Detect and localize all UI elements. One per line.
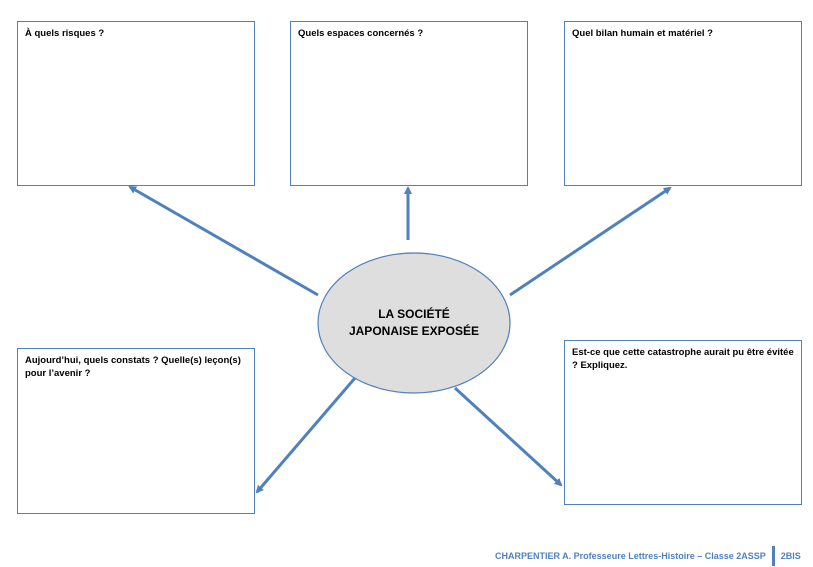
arrow-today: [255, 377, 357, 494]
box-toll-label: Quel bilan humain et matériel ?: [572, 28, 713, 39]
box-today-label: Aujourd’hui, quels constats ? Quelle(s) …: [25, 355, 241, 379]
footer-divider: [771, 546, 775, 566]
box-risks-label: À quels risques ?: [25, 28, 105, 39]
arrow-avoidable: [453, 386, 563, 487]
box-toll[interactable]: Quel bilan humain et matériel ?: [564, 21, 802, 186]
center-title: LA SOCIÉTÉ JAPONAISE EXPOSÉE: [318, 253, 510, 393]
box-avoidable[interactable]: Est-ce que cette catastrophe aurait pu ê…: [564, 340, 802, 505]
box-risks[interactable]: À quels risques ?: [17, 21, 255, 186]
center-ellipse: [317, 252, 511, 394]
footer: CHARPENTIER A. Professeure Lettres-Histo…: [495, 546, 801, 566]
box-spaces-label: Quels espaces concernés ?: [298, 28, 424, 39]
box-avoidable-label: Est-ce que cette catastrophe aurait pu ê…: [572, 347, 794, 371]
arrow-toll: [509, 186, 672, 297]
box-today[interactable]: Aujourd’hui, quels constats ? Quelle(s) …: [17, 348, 255, 514]
center-line1: LA SOCIÉTÉ: [378, 307, 450, 321]
arrow-risks: [128, 185, 319, 297]
footer-author: CHARPENTIER A. Professeure Lettres-Histo…: [495, 551, 766, 561]
box-spaces[interactable]: Quels espaces concernés ?: [290, 21, 528, 186]
center-line2: JAPONAISE EXPOSÉE: [348, 324, 480, 338]
footer-page: 2BIS: [780, 551, 801, 561]
